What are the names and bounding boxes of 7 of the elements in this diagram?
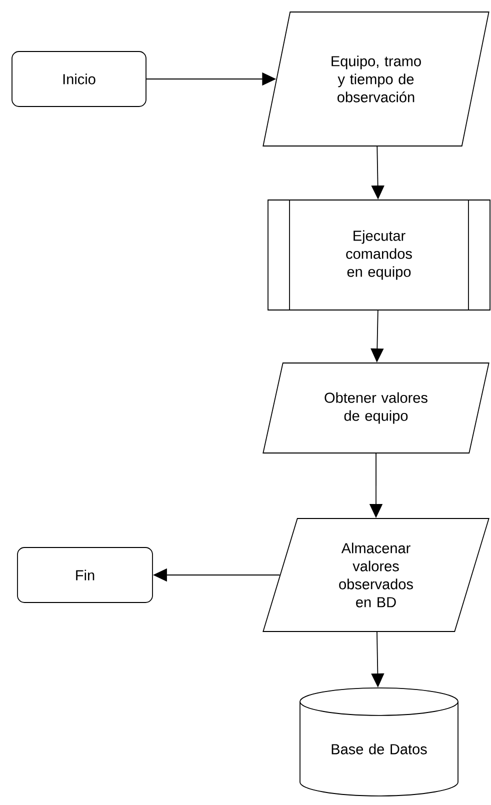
subprocess-box: Ejecutar comandos en equipo — [268, 199, 490, 311]
data-parallelogram: Obtener valores de equipo — [262, 362, 490, 454]
data-parallelogram: Equipo, tramo y tiempo de observación — [262, 12, 490, 146]
terminal-box: Fin — [17, 547, 153, 603]
database-cylinder: Base de Datos — [300, 687, 458, 796]
terminal-box: Inicio — [12, 51, 146, 107]
data-parallelogram: Almacenar valores observados en BD — [262, 518, 490, 632]
